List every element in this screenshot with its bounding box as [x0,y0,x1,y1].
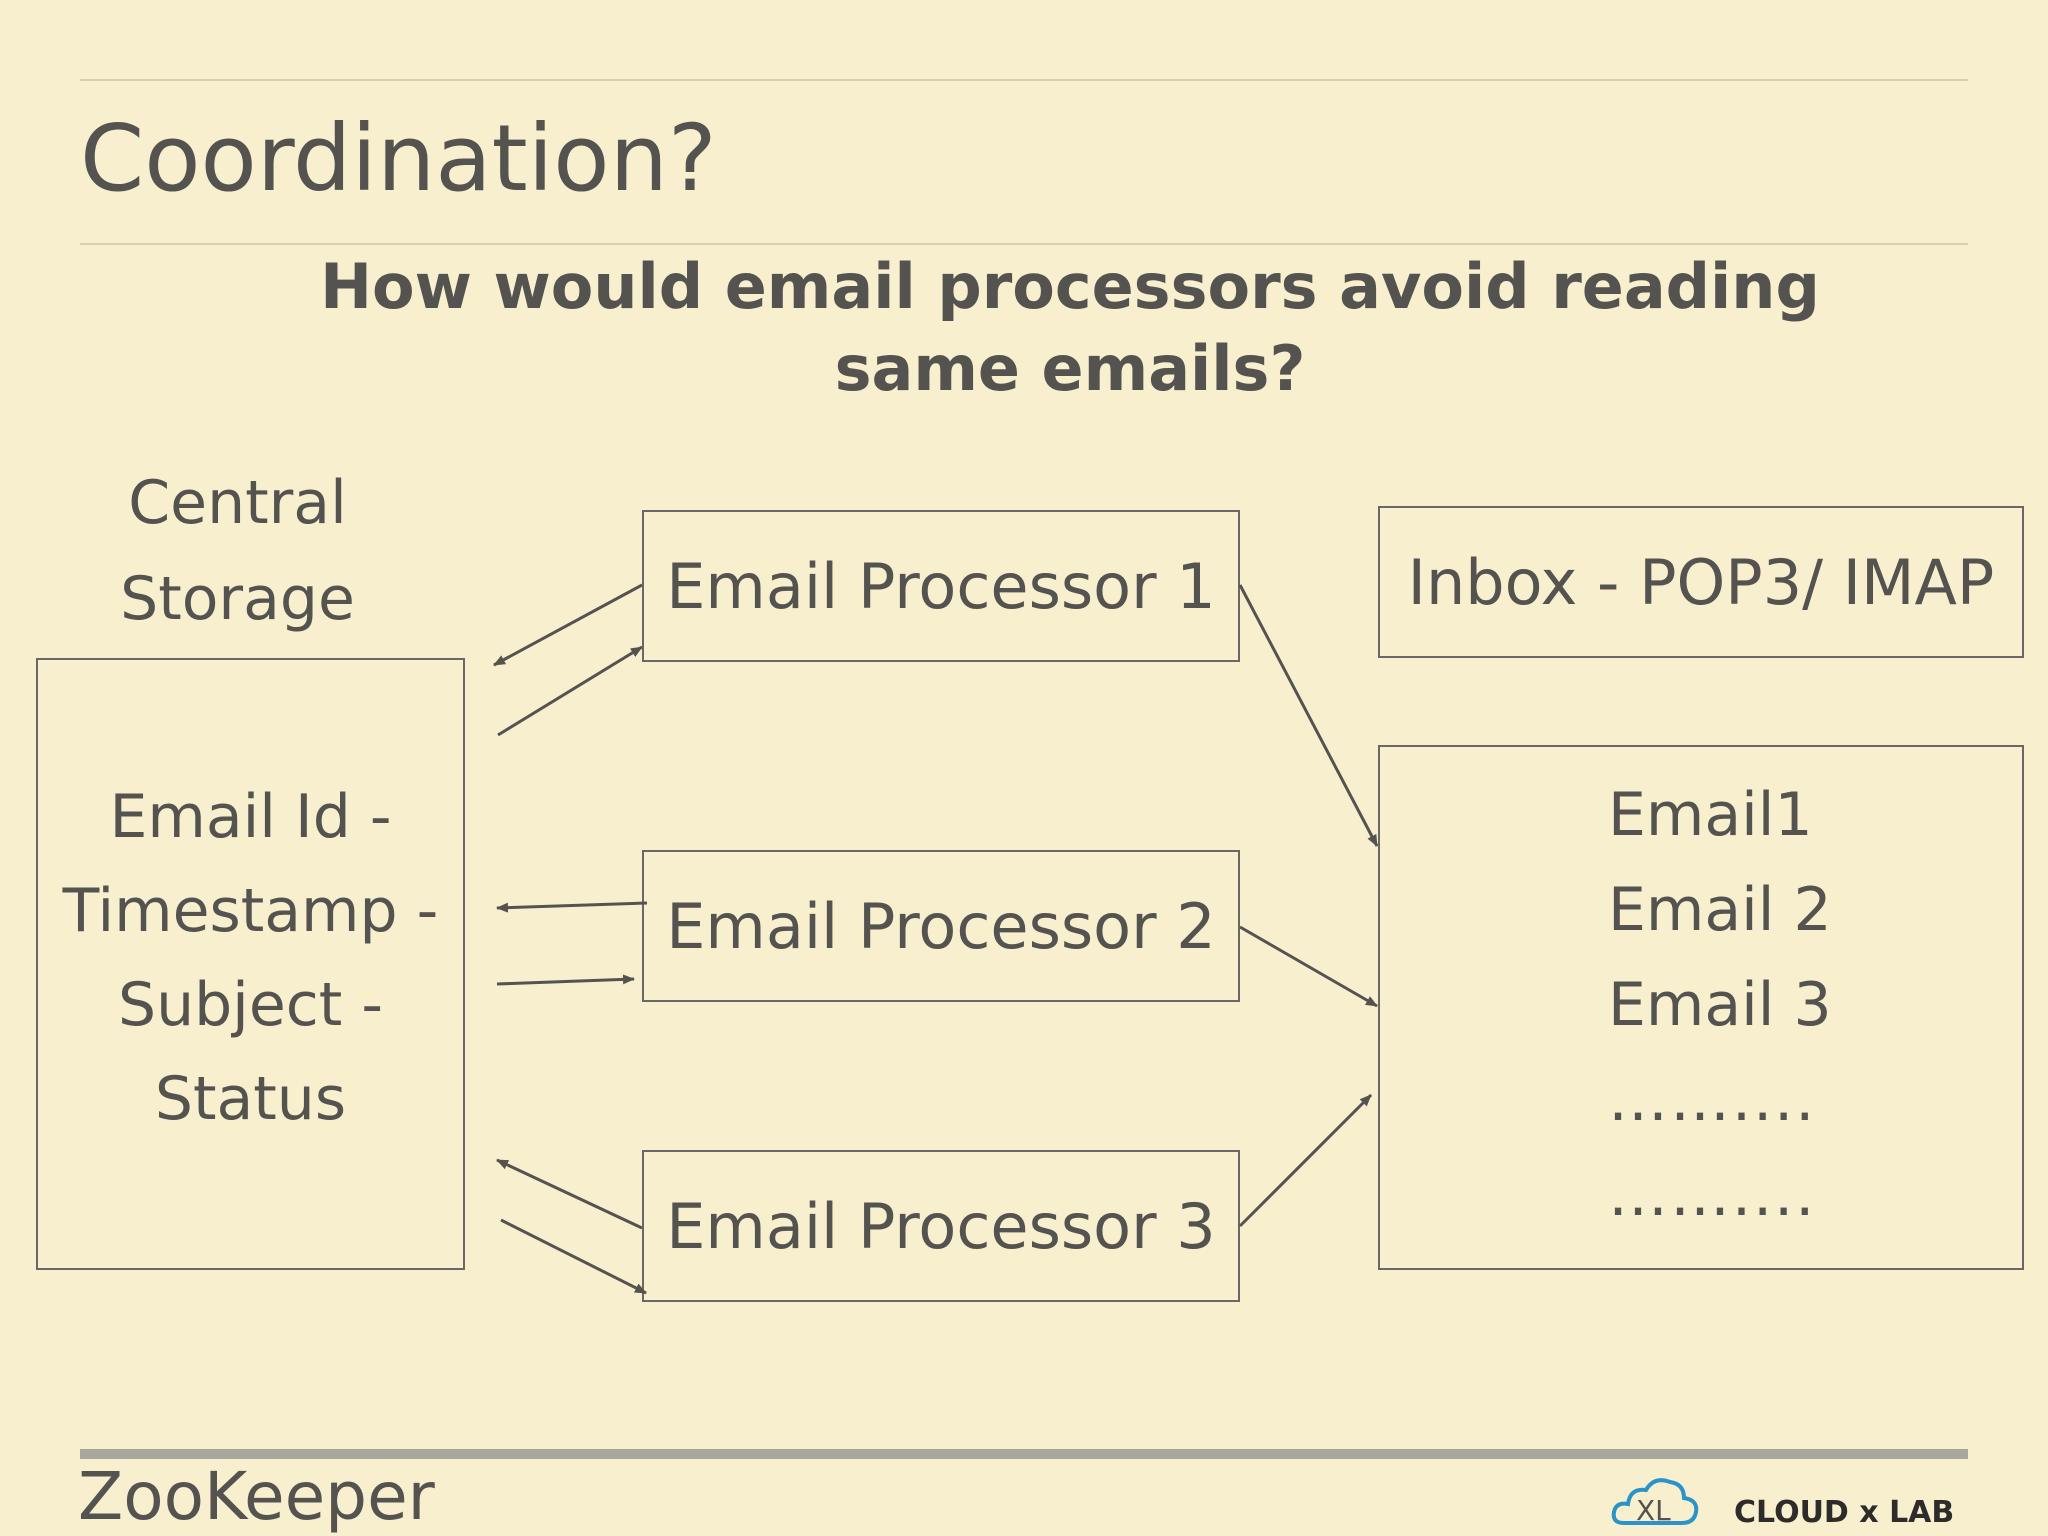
email-list: Email1 Email 2 Email 3 …….... …….... [1608,768,2028,1243]
slide-question: How would email processors avoid reading… [320,250,1820,405]
email-processor-3-label: Email Processor 3 [666,1189,1216,1263]
email-item-3: Email 3 [1608,970,1832,1040]
email-processor-3-box: Email Processor 3 [642,1150,1240,1302]
arrow-p2-to-emails [1239,925,1378,1008]
arrow-p1-to-storage [493,583,643,667]
slide-title: Coordination? [80,105,717,212]
email-processor-1-label: Email Processor 1 [666,549,1216,623]
email-item-2: Email 2 [1608,875,1832,945]
email-item-1: Email1 [1608,780,1813,850]
email-ellipsis-2: …….... [1608,1160,1817,1230]
email-processor-1-box: Email Processor 1 [642,510,1240,662]
storage-field-email-id: Email Id - [109,782,392,852]
storage-field-timestamp: Timestamp - [62,876,439,946]
central-storage-label: Central Storage [100,455,375,647]
inbox-label: Inbox - POP3/ IMAP [1407,545,1995,619]
central-storage-label-line-1: Central [128,468,347,538]
email-processor-2-label: Email Processor 2 [666,889,1216,963]
arrow-p1-to-emails [1238,584,1379,847]
arrow-storage-to-p2 [496,974,635,986]
arrow-storage-to-p1 [497,645,643,737]
top-divider [80,79,1968,81]
storage-field-subject: Subject - [117,970,384,1040]
inbox-box: Inbox - POP3/ IMAP [1378,506,2024,658]
cloudxlab-logo: XL CLOUD x LAB [1611,1478,1954,1530]
arrow-p2-to-storage [496,901,648,913]
arrow-p3-to-storage [496,1158,643,1230]
arrow-p3-to-emails [1238,1093,1373,1228]
email-ellipsis-1: …….... [1608,1065,1817,1135]
logo-mark: XL [1636,1494,1671,1527]
central-storage-box [36,658,465,1270]
footer-divider [80,1449,1968,1459]
central-storage-label-line-2: Storage [120,564,355,634]
storage-field-status: Status [154,1064,347,1134]
title-divider [80,243,1968,245]
emails-box [1378,745,2024,1270]
footer-title: ZooKeeper [78,1458,435,1535]
email-processor-2-box: Email Processor 2 [642,850,1240,1002]
arrow-storage-to-p3 [500,1218,647,1295]
storage-fields: Email Id - Timestamp - Subject - Status [36,770,465,1146]
cloud-icon [1611,1478,1699,1525]
logo-text: CLOUD x LAB [1734,1495,1954,1530]
